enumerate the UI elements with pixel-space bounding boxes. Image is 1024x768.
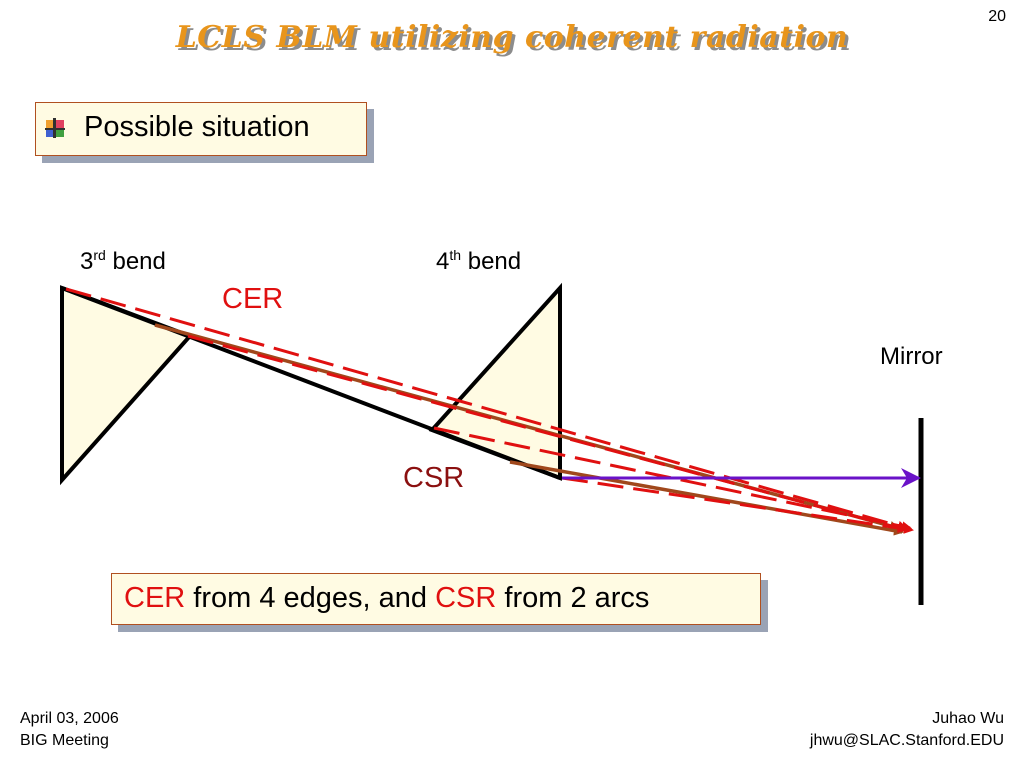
bullet-icon [45,118,65,138]
mirror-label: Mirror [880,343,943,370]
caption-cer: CER [124,582,186,614]
bend3-magnet [60,285,194,486]
footer-event: BIG Meeting [20,732,109,749]
cer-ray [433,426,912,532]
caption-text: CER from 4 edges, and CSR from 2 arcs [124,582,650,614]
cer-ray [561,476,914,534]
bullet-text: Possible situation [84,111,310,143]
footer-right: Juhao Wu jhwu@SLAC.Stanford.EDU [810,708,1004,752]
cer-ray [65,287,908,531]
cer-ray [187,334,908,533]
slide-title: LCLS BLM utilizing coherent radiation [175,20,849,55]
slide-number: 20 [988,8,1006,25]
bend3-label: 3rd bend [80,247,166,275]
bend4-label: 4th bend [436,247,522,275]
csr-label: CSR [403,462,465,494]
footer-email: jhwu@SLAC.Stanford.EDU [809,732,1004,749]
csr-ray [509,460,904,536]
footer-author: Juhao Wu [932,710,1004,727]
caption-box: CER from 4 edges, and CSR from 2 arcs [111,573,761,625]
footer-left: April 03, 2006 BIG Meeting [20,708,119,752]
electron-trajectory [61,286,561,480]
caption-csr: CSR [435,582,497,614]
csr-ray [154,323,900,531]
cer-label: CER [222,283,284,315]
bullet-box: Possible situation [35,102,367,156]
footer-date: April 03, 2006 [20,710,119,727]
